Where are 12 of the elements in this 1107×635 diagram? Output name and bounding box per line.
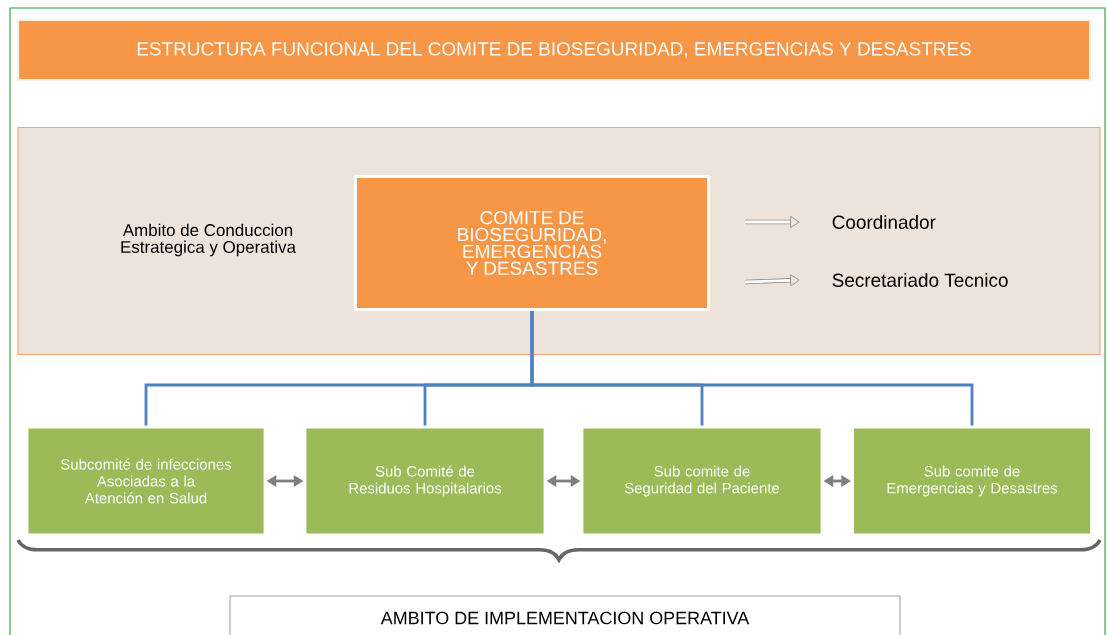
- scope-box: AMBITO DE IMPLEMENTACION OPERATIVA: [229, 595, 901, 635]
- arrow: [745, 215, 800, 229]
- role-label: Coordinador: [832, 215, 936, 229]
- subcommittee-box: Sub comite de Seguridad del Paciente: [580, 425, 824, 537]
- title-banner: ESTRUCTURA FUNCIONAL DEL COMITE DE BIOSEGURIDAD, EMERGENCIAS Y DESASTRES: [16, 18, 1092, 82]
- subcommittee-box: Subcomité de infecciones Asociadas a la Atención en Salud: [25, 425, 267, 537]
- role-label: Secretariado Tecnico: [832, 273, 1008, 287]
- committee-box: COMITE DE BIOSEGURIDAD, EMERGENCIAS Y DESASTRES: [354, 175, 710, 311]
- connector-line: [530, 310, 974, 426]
- subcommittee-box: Sub comite de Emergencias y Desastres: [851, 425, 1093, 537]
- subcommittee-box: Sub Comité de Residuos Hospitalarios: [303, 425, 547, 537]
- arrow: [744, 274, 800, 287]
